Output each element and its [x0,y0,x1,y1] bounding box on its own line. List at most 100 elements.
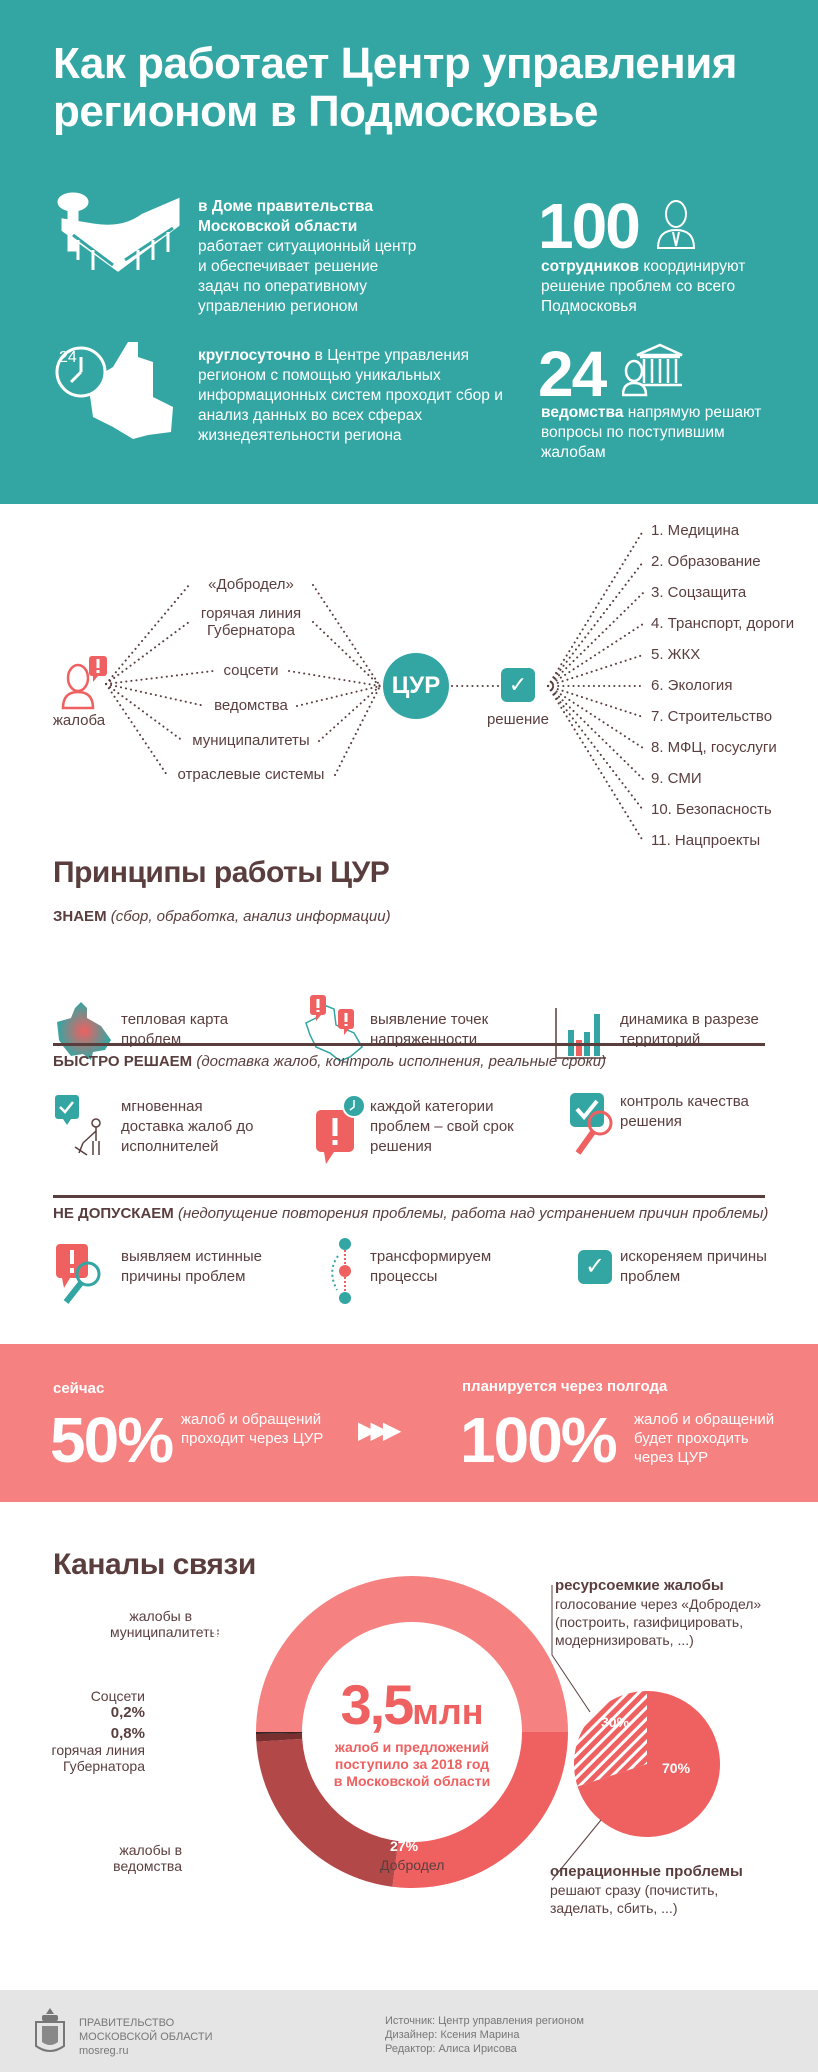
section-prevent-heading: НЕ ДОПУСКАЕМ (недопущение повторения про… [53,1205,768,1222]
channel-label: отраслевые системы [177,766,325,783]
sphere-label: 11. Нацпроекты [651,832,761,849]
donut-slice-4 [256,1732,303,1734]
plan-label: планируется через полгода [462,1378,668,1395]
channel-label: соцсети [223,662,279,679]
principle-item: трансформируем процессы [370,1248,492,1285]
clock-24-map-icon: 24 [55,342,173,439]
connector-line [547,530,644,687]
principles-title: Принципы работы ЦУР [53,856,390,889]
now-label: сейчас [53,1380,105,1397]
editor: Редактор: Алиса Ирисова [385,2043,517,2055]
clock-label: 24 [59,349,77,366]
label-30: 30% [601,1714,630,1730]
stat-agencies-text: ведомства напрямую решают вопросы по пос… [541,403,781,463]
sphere-label: 9. СМИ [651,770,702,787]
center-text: жалоб и предложений поступило за 2018 го… [333,1739,491,1789]
org-line1: ПРАВИТЕЛЬСТВО [79,2017,175,2029]
section-head: НЕ ДОПУСКАЕМ [53,1205,174,1222]
connector-line [547,685,644,749]
legend-agencies: жалобы в ведомства [113,1842,182,1874]
deadline-alert-icon [316,1094,366,1164]
plan-percent: 100% [460,1404,618,1476]
social-pct: 0,2% [110,1704,145,1721]
label-70: 70% [662,1760,691,1776]
sphere-label: 6. Экология [651,677,733,694]
org-line2: МОСКОВСКОЙ ОБЛАСТИ [79,2031,213,2043]
connector-line [547,654,644,687]
section-head: ЗНАЕМ [53,908,107,925]
site-link[interactable]: mosreg.ru [79,2045,129,2057]
resource-complaints-note: ресурсоемкие жалобы голосование через «Д… [555,1576,805,1649]
tension-points-icon [305,995,363,1062]
hotline-pct: 0,8% [110,1725,145,1742]
connector-line [547,561,644,687]
section-sub: (недопущение повторения проблемы, работа… [177,1205,769,1222]
channel-label: ведомства [214,697,288,714]
source: Источник: Центр управления регионом [385,2015,584,2027]
stat-agencies-number: 24 [538,338,607,410]
title-line-2: регионом в Подмосковье [53,87,598,136]
connector-line [318,685,381,742]
center-unit: млн [412,1691,484,1732]
connector-line [547,685,644,780]
section-solve-heading: БЫСТРО РЕШАЕМ (доставка жалоб, контроль … [53,1053,606,1070]
connector-line [547,592,644,687]
now-text: жалоб и обращений проходит через ЦУР [181,1411,324,1447]
page-title: Как работает Центр управления регионом в… [53,40,737,136]
label-50: 50% [213,1628,242,1644]
leader-line [551,1819,602,1881]
connector-line [547,685,644,842]
connector-line [105,683,206,707]
transform-process-icon [331,1238,351,1304]
connector-line [288,670,381,687]
donut-slice-1 [392,1732,569,1888]
donut-center: 3,5млн жалоб и предложений поступило за … [312,1672,512,1790]
connector-line [334,685,381,776]
sphere-label: 2. Образование [651,553,761,570]
donut-slice-2 [256,1738,399,1887]
principle-item: выявляем истинные причины проблем [121,1248,263,1285]
connector-line [296,685,381,707]
heat-map-icon [57,1002,111,1060]
stat1-text: координируют решение проблем со всего По… [541,258,746,315]
stat2-text: напрямую решают вопросы по поступившим ж… [541,404,762,461]
label-27: 27% [390,1838,419,1854]
header-section: Как работает Центр управления регионом в… [0,0,818,504]
complaint-person-icon [61,656,107,710]
title-line-1: Как работает Центр управления [53,39,737,88]
divider [53,1195,765,1198]
legend-hotline: 0,8%горячая линия Губернатора [40,1725,145,1775]
resource-title: ресурсоемкие жалобы [555,1577,724,1594]
block1-bold: в Доме правительства Московской области [198,198,373,235]
connector-line [105,683,184,742]
connector-line [105,683,168,776]
quality-control-icon [570,1093,613,1155]
org-name: ПРАВИТЕЛЬСТВО МОСКОВСКОЙ ОБЛАСТИ mosreg.… [79,2016,213,2058]
connector-line [547,685,644,811]
stat1-bold: сотрудников [541,258,640,275]
complaint-label: жалоба [52,712,106,729]
principle-item: искореняем причины проблем [620,1248,767,1285]
channels-title: Каналы связи [53,1548,256,1581]
pie-slice-resource [574,1691,647,1787]
channel-label: горячая линия Губернатора [200,605,302,639]
channel-label: «Добродел» [208,576,294,593]
now-percent: 50% [50,1404,174,1476]
divider [53,1043,765,1046]
coat-of-arms-logo [35,2008,65,2052]
building-icon [57,192,180,272]
label-22: 22% [194,1832,223,1848]
block-round-the-clock: круглосуточно в Центре управления регион… [198,346,508,446]
sphere-label: 4. Транспорт, дороги [651,615,795,632]
connector-line [105,584,190,685]
flow-diagram [105,530,644,842]
connector-line [312,621,381,687]
stat2-bold: ведомства [541,404,624,421]
cur-label: ЦУР [391,672,441,699]
resource-desc: голосование через «Добродел» (построить,… [555,1596,762,1648]
connector-line [547,685,644,718]
operational-problems-note: операционные проблемы решают сразу (почи… [550,1862,770,1917]
sphere-label: 8. МФЦ, госуслуги [651,739,777,756]
sphere-label: 1. Медицина [651,522,740,539]
